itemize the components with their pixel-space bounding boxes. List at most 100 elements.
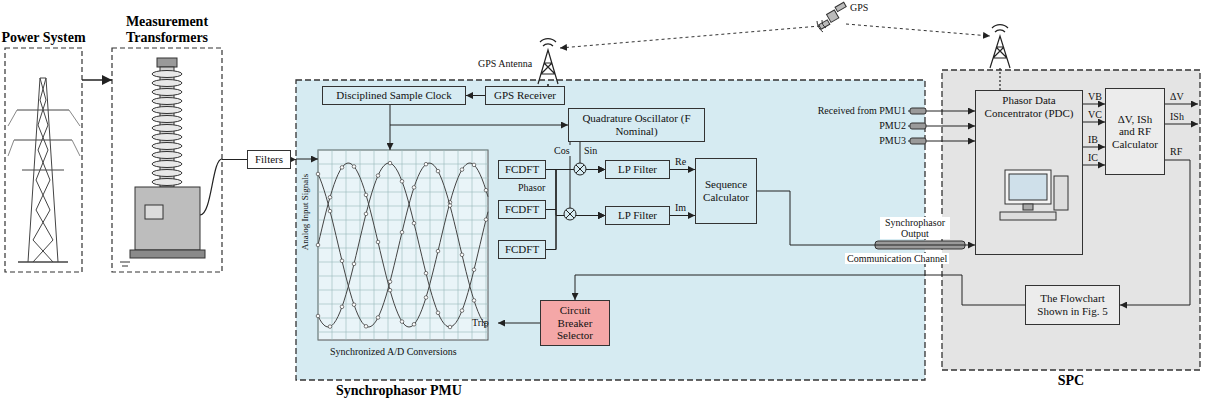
- sampling-grid: [424, 271, 428, 275]
- signal-wires: [498, 323, 540, 324]
- box-text: FCDFT: [505, 203, 539, 216]
- sampling-grid: [402, 150, 403, 340]
- sampling-grid: [400, 180, 404, 184]
- signal-connector: [570, 142, 605, 216]
- computer-icon: [1054, 176, 1068, 210]
- sampling-grid: [346, 150, 347, 340]
- sampling-grid: [436, 169, 440, 173]
- sampling-grid: [318, 290, 488, 291]
- sampling-grid: [472, 163, 476, 167]
- pmu-frame: Synchrophasor PMUDisciplined Sample Cloc…: [296, 80, 925, 380]
- sampling-grid: [460, 168, 464, 172]
- sampling-grid: [460, 253, 464, 257]
- signal-connector: [546, 170, 605, 216]
- sampling-grid: [374, 150, 375, 340]
- lowpass-box: LP Filter: [605, 206, 670, 225]
- box-text: Disciplined Sample Clock: [336, 89, 451, 102]
- insulator-sheds: [152, 98, 182, 105]
- gps-antenna-2: [990, 25, 1010, 90]
- current-transformer: [200, 159, 222, 215]
- sampling-grid: [484, 188, 488, 192]
- signal-label: PMU2: [800, 120, 906, 131]
- transmission-tower: [18, 261, 68, 263]
- sampling-grid: [388, 288, 392, 292]
- sampling-grid: [340, 259, 344, 263]
- container-frames: [5, 48, 1200, 380]
- gps-satellite: [819, 20, 830, 29]
- box-text: ΔV, ISh and RF Calculator: [1109, 113, 1161, 151]
- signal-connector: [1120, 160, 1190, 305]
- signal-connector: [222, 159, 247, 160]
- box-text: Quadrature Oscillator (F Nominal): [572, 112, 701, 137]
- frame-heading: SPC: [1041, 373, 1101, 388]
- cable-symbols: [910, 138, 926, 144]
- clock-box: Disciplined Sample Clock: [322, 86, 466, 105]
- sampling-grid: [424, 162, 428, 166]
- insulator-sheds: [152, 134, 182, 141]
- multiplier-symbols: [574, 163, 586, 175]
- container-frames: [296, 80, 925, 380]
- sampling-grid: [328, 209, 332, 213]
- signal-label: PMU3: [800, 135, 906, 146]
- insulator-sheds: [152, 170, 182, 177]
- signal-connector: [1083, 104, 1105, 105]
- box-text: LP Filter: [618, 163, 657, 176]
- insulator-sheds: [152, 161, 182, 168]
- sampling-grid: [444, 150, 445, 340]
- computer-icon: [1023, 204, 1033, 210]
- cable-symbols: [910, 123, 926, 129]
- signal-connector: [546, 216, 605, 250]
- sampling-grid: [352, 262, 356, 266]
- frame-heading: Synchrophasor PMU: [336, 383, 536, 398]
- sampling-grid: [318, 164, 488, 165]
- gps-satellite: [835, 2, 846, 11]
- sampling-grid: [318, 163, 488, 327]
- signal-wires: [1083, 122, 1105, 123]
- signal-wires: [1083, 165, 1105, 166]
- sampling-grid: [388, 280, 392, 284]
- insulator-sheds: [152, 71, 182, 78]
- fcdft-box: FCDFT: [498, 160, 546, 179]
- sampling-grid: [400, 320, 404, 324]
- sampling-grid: [318, 150, 488, 151]
- insulator-sheds: [152, 80, 182, 87]
- sequence-box: Sequence Calculator: [695, 158, 757, 224]
- computer-icon: [1009, 174, 1047, 200]
- signal-wires: [390, 125, 391, 150]
- filter-box: Filters: [247, 150, 291, 169]
- signal-connector: [670, 169, 695, 170]
- signal-connector: [466, 95, 485, 96]
- signal-connector: [575, 275, 1025, 305]
- gps-signal-links: [560, 26, 820, 48]
- box-text: Circuit Breaker Selector: [544, 304, 606, 342]
- sampling-grid: [484, 218, 488, 222]
- gps-satellite: [827, 10, 839, 22]
- sampling-grid: [318, 192, 488, 193]
- spc-frame: SPCPhasor Data Concentrator (PDC)ΔV, ISh…: [942, 70, 1200, 370]
- sampling-grid: [400, 230, 404, 234]
- sampling-grid: [430, 150, 431, 340]
- box-text: LP Filter: [618, 209, 657, 222]
- signal-label: GPS Antenna: [478, 58, 532, 69]
- signal-label: Phasor: [518, 182, 545, 193]
- insulator-sheds: [152, 107, 182, 114]
- gps-antenna-2: [999, 68, 1000, 90]
- signal-label: VC: [1088, 109, 1102, 120]
- box-text: Phasor Data Concentrator (PDC): [979, 94, 1079, 119]
- system-frame: Power System: [5, 48, 82, 272]
- fcdft-box: FCDFT: [498, 240, 546, 259]
- breaker-box: Circuit Breaker Selector: [540, 300, 610, 346]
- sampling-grid: [318, 150, 488, 340]
- signal-label: Communication Channel: [845, 253, 949, 264]
- transmission-tower: [14, 110, 72, 170]
- frame-heading: Measurement Transformers: [107, 14, 227, 45]
- signal-connector: [670, 215, 695, 216]
- sampling-grid: [376, 174, 380, 178]
- gps-signal-links: [560, 24, 990, 48]
- container-frames: [5, 48, 82, 272]
- transmission-tower: [8, 110, 80, 156]
- sampling-grid: [448, 204, 452, 208]
- sampling-grid: [318, 163, 488, 327]
